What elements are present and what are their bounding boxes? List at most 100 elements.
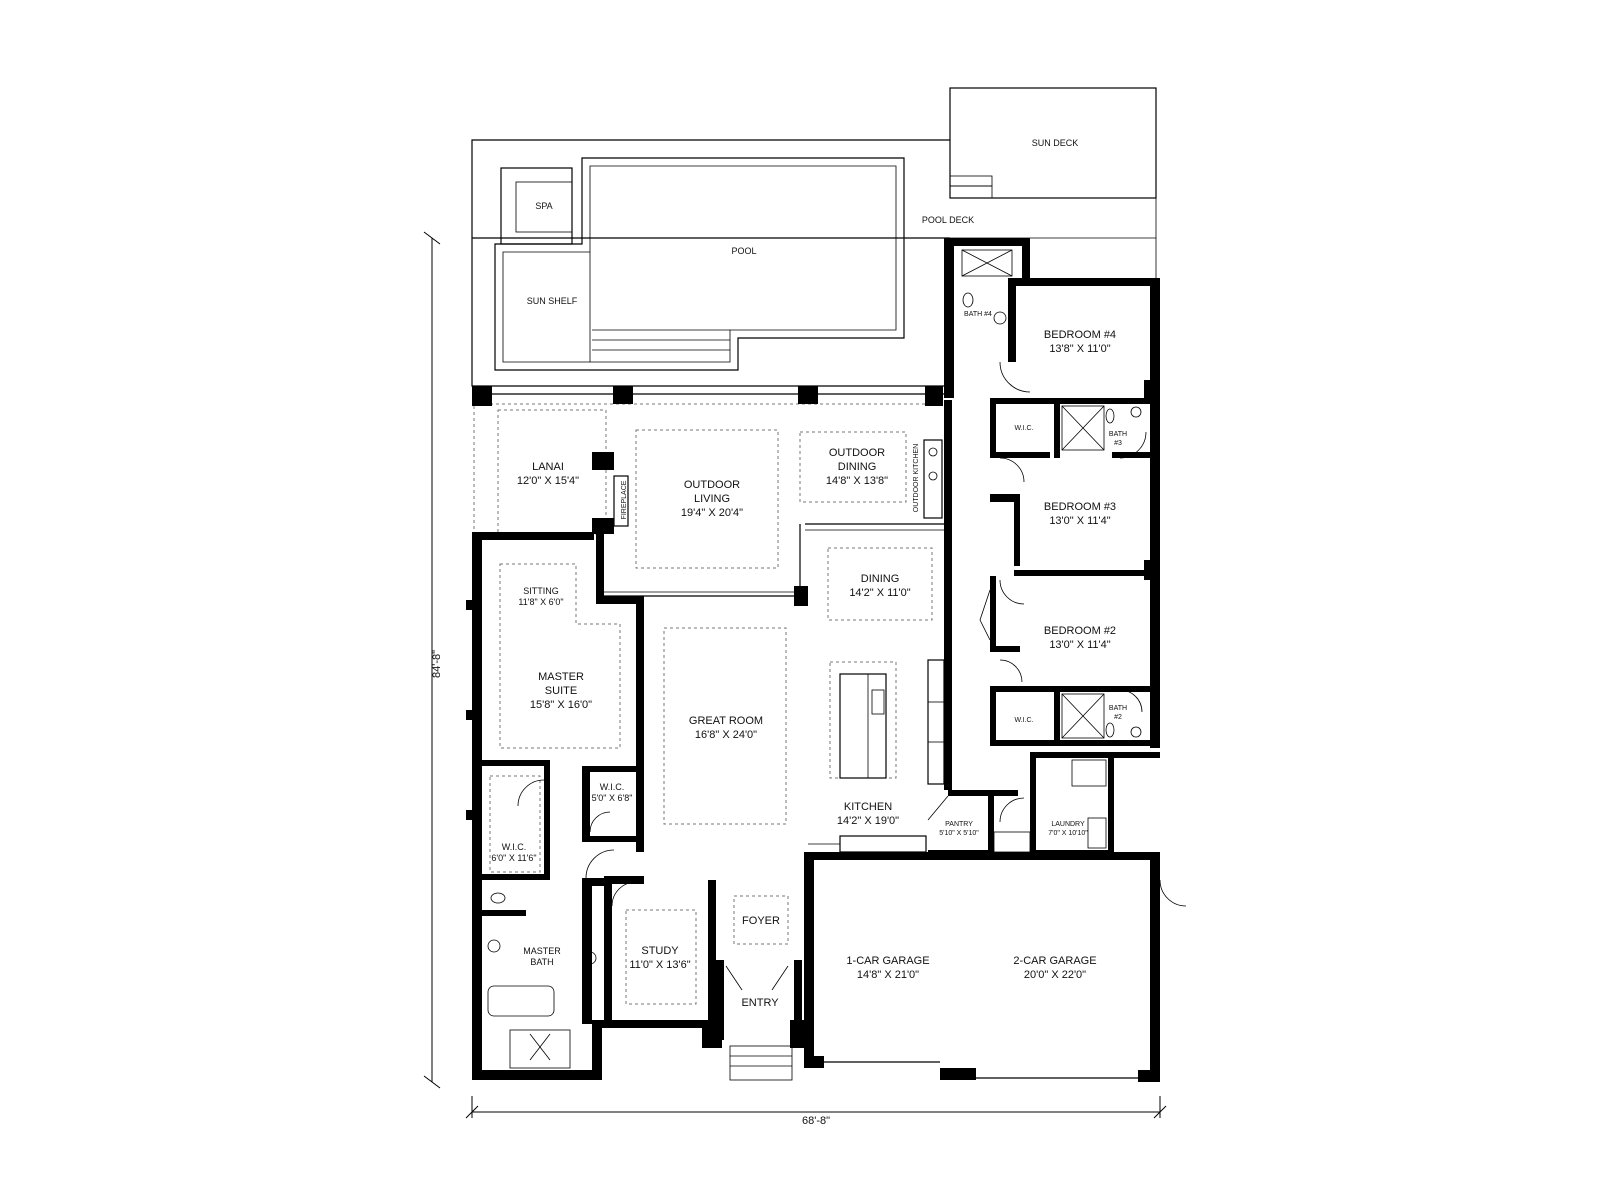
- sink-icon: [928, 471, 938, 481]
- door-swing-icon: [999, 457, 1025, 483]
- door-swing-icon: [1159, 879, 1187, 907]
- door-swing-icon: [589, 811, 611, 833]
- room-size: 12'0" X 15'4": [517, 475, 579, 487]
- wc-wall: [482, 910, 526, 916]
- room-label-bath-3: BATH#3: [1109, 431, 1127, 447]
- column: [794, 586, 808, 606]
- garage-pier: [804, 1056, 824, 1068]
- room-name: 2-CAR GARAGE: [1013, 955, 1096, 967]
- room-name: BATH: [1109, 705, 1127, 712]
- shower-icon: [529, 1033, 551, 1061]
- room-label-pool: POOL: [731, 246, 756, 256]
- grill-icon: [928, 447, 938, 457]
- room-size: 14'8" X 13'8": [826, 475, 888, 487]
- column: [798, 386, 818, 404]
- east-wing-wall: [944, 238, 954, 398]
- sink-icon: [583, 951, 597, 965]
- room-name: BEDROOM #3: [1044, 501, 1116, 513]
- room-label-wic-bed2: W.I.C.: [1014, 717, 1033, 724]
- column: [613, 386, 633, 404]
- door-swing-icon: [585, 849, 615, 879]
- master-east-wall: [596, 534, 604, 600]
- room-name: SUN SHELF: [527, 296, 578, 306]
- room-name: DINING: [861, 573, 900, 585]
- wic-outline: [489, 775, 541, 873]
- pantry-south-wall: [928, 850, 994, 856]
- great-room-rug: [663, 627, 787, 825]
- sink-icon: [1130, 726, 1142, 738]
- room-name: KITCHEN: [844, 801, 892, 813]
- bath4-east-wall: [1022, 238, 1030, 286]
- room-name: SUN DECK: [1032, 138, 1079, 148]
- wic-small-north: [582, 766, 640, 772]
- fireplace-label: FIREPLACE: [621, 480, 628, 519]
- outdoor-living-rug: [635, 429, 779, 569]
- sink-icon: [1130, 406, 1142, 418]
- outdoor-area: [471, 87, 1157, 387]
- room-label-wic-master: W.I.C.6'0" X 11'6": [491, 842, 536, 863]
- room-size: 14'2" X 19'0": [837, 815, 899, 827]
- fireplace-hearth: [613, 475, 629, 527]
- shower-icon: [1061, 693, 1105, 739]
- sink-icon: [1087, 817, 1107, 849]
- bath4-east: [1008, 278, 1016, 362]
- sun-deck-step: [949, 185, 993, 199]
- kitchen-island: [839, 673, 887, 779]
- room-size: 13'8" X 11'0": [1049, 343, 1110, 355]
- shower-icon: [1061, 405, 1105, 451]
- south-wall: [472, 1070, 602, 1080]
- room-name: W.I.C.: [600, 782, 625, 792]
- toilet-icon: [962, 292, 974, 308]
- sun-deck-outline: [949, 87, 1157, 199]
- room-name: BATH: [1109, 431, 1127, 438]
- washer-icon: [1071, 759, 1107, 787]
- room-size: 13'0" X 11'4": [1049, 639, 1110, 651]
- room-size: 11'8" X 6'0": [518, 597, 563, 607]
- double-door-icon: [725, 965, 789, 991]
- room-name: POOL DECK: [922, 215, 974, 225]
- room-label-foyer: FOYER: [742, 915, 780, 927]
- toilet-icon: [1105, 722, 1115, 738]
- room-size: 11'0" X 13'6": [629, 959, 690, 971]
- laundry-south-wall: [1030, 850, 1108, 856]
- master-rug: [499, 563, 621, 749]
- bedroom2-closet-wall: [990, 576, 996, 646]
- room-size: 14'8" X 21'0": [857, 969, 919, 981]
- shower-icon: [961, 249, 1013, 277]
- foyer-rug: [733, 895, 789, 945]
- outdoor-dining-rug: [799, 431, 907, 503]
- room-name: POOL: [731, 246, 756, 256]
- door-swing-icon: [1119, 431, 1147, 459]
- bath-north-wall: [582, 878, 610, 886]
- wic-bed4-west: [990, 398, 996, 454]
- bedroom3-closet-wall: [990, 494, 1020, 502]
- room-name: #2: [1114, 714, 1122, 721]
- bedroom3-south-wall: [1014, 570, 1150, 576]
- pool-deck-edge: [471, 139, 950, 238]
- room-label-spa: SPA: [535, 201, 552, 211]
- range-icon: [927, 701, 945, 743]
- room-name: LAUNDRY: [1051, 821, 1085, 828]
- room-label-bath-2: BATH #2: [1109, 705, 1127, 721]
- bedroom4-north-wall: [1010, 278, 1160, 286]
- pantry-east-wall: [988, 790, 994, 856]
- study-west-wall: [604, 880, 612, 1024]
- corridor-wall: [944, 400, 952, 790]
- bath3-south: [1112, 452, 1150, 458]
- wic-south-wall: [482, 874, 550, 880]
- room-size: 13'0" X 11'4": [1049, 515, 1110, 527]
- sink-icon: [993, 311, 1007, 325]
- room-label-kitchen: KITCHEN 14'2" X 19'0": [837, 801, 899, 827]
- wall-pier: [466, 810, 482, 820]
- study-east-wall: [708, 880, 716, 1024]
- laundry-north-wall: [1030, 752, 1160, 758]
- sink-icon: [487, 939, 501, 953]
